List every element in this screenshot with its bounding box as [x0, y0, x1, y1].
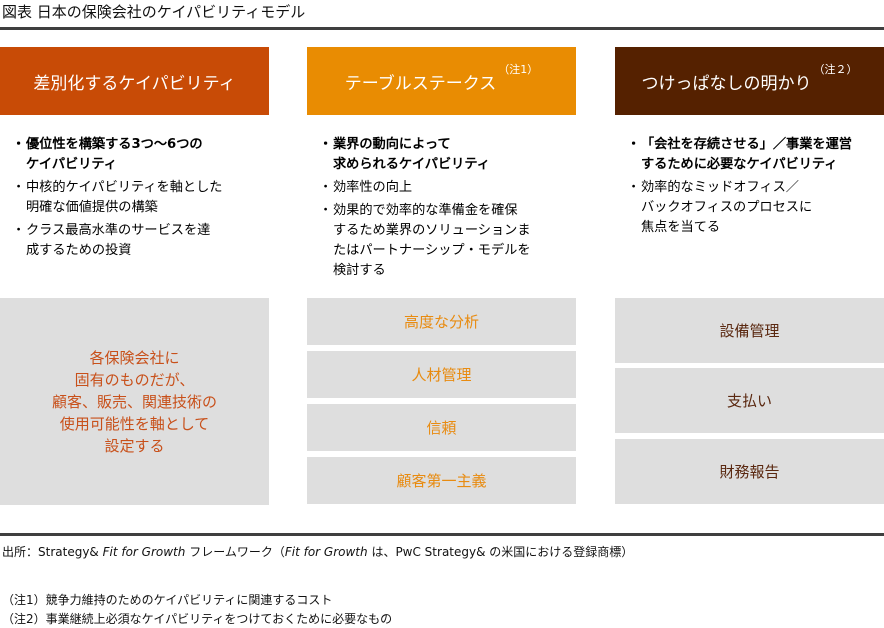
bullet-item: ・ 優位性を構築する3つ～6つの ケイパビリティ	[12, 135, 265, 175]
bullet-line: 業界の動向によって	[333, 137, 451, 152]
bullet-item: ・ 効果的で効率的な準備金を確保 するため業界のソリューションま たはパートナー…	[319, 201, 572, 281]
capability-box: 顧客第一主義	[307, 457, 576, 504]
bullet-line: 優位性を構築する3つ～6つの	[26, 137, 203, 152]
source-italic: Fit for Growth	[284, 545, 368, 559]
figure-title: 図表 日本の保険会社のケイパビリティモデル	[2, 3, 306, 21]
bullet-line: 焦点を当てる	[641, 220, 721, 235]
bullet-line: クラス最高水準のサービスを達	[26, 223, 211, 238]
bullet-dot: ・	[319, 137, 333, 152]
bullet-line: 求められるケイパビリティ	[333, 157, 490, 172]
bullet-dot: ・	[319, 203, 333, 218]
top-rule	[0, 27, 884, 30]
box-line: 使用可能性を軸として	[59, 414, 210, 433]
source-suffix: は、PwC Strategy& の米国における登録商標）	[367, 545, 634, 559]
bullet-item: ・ 中核的ケイパビリティを軸とした 明確な価値提供の構築	[12, 178, 265, 218]
column-header-label: テーブルステークス	[344, 73, 497, 94]
bullet-line: たはパートナーシップ・モデルを	[333, 243, 531, 258]
bullet-list: ・ 業界の動向によって 求められるケイパビリティ ・ 効率性の向上 ・ 効果的で…	[319, 135, 572, 284]
capability-box: 設備管理	[615, 298, 884, 363]
bullet-line: 「会社を存続させる」／事業を運営	[641, 137, 852, 152]
bullet-list: ・ 「会社を存続させる」／事業を運営 するために必要なケイパビリティ ・ 効率的…	[627, 135, 880, 241]
bullet-line: 効果的で効率的な準備金を確保	[333, 203, 518, 218]
box-line: 各保険会社に	[89, 348, 180, 367]
column-header: テーブルステークス （注1）	[307, 47, 576, 115]
box-label: 顧客第一主義	[396, 472, 487, 490]
bullet-line: 中核的ケイパビリティを軸とした	[26, 180, 223, 195]
box-line: 顧客、販売、関連技術の	[51, 392, 217, 411]
box-label: 高度な分析	[403, 313, 479, 331]
bullet-item: ・ クラス最高水準のサービスを達 成するための投資	[12, 221, 265, 261]
bullet-dot: ・	[12, 223, 26, 238]
column-header-label: 差別化するケイパビリティ	[33, 73, 236, 94]
bullet-line: するため業界のソリューションま	[333, 223, 531, 238]
bottom-rule	[0, 533, 884, 536]
bullet-line: ケイパビリティ	[26, 157, 117, 172]
capability-box: 高度な分析	[307, 298, 576, 345]
bullet-line: するために必要なケイパビリティ	[641, 157, 838, 172]
box-line: 固有のものだが、	[74, 370, 195, 389]
bullet-item: ・ 業界の動向によって 求められるケイパビリティ	[319, 135, 572, 175]
box-line: 設定する	[104, 436, 165, 455]
bullet-line: 成するための投資	[26, 243, 132, 258]
bullet-line: 明確な価値提供の構築	[26, 200, 158, 215]
bullet-dot: ・	[627, 180, 641, 195]
bullet-item: ・ 効率的なミッドオフィス／ バックオフィスのプロセスに 焦点を当てる	[627, 178, 880, 238]
source-italic: Fit for Growth	[102, 545, 186, 559]
capability-box: 人材管理	[307, 351, 576, 398]
bullet-line: 効率的なミッドオフィス／	[641, 180, 799, 195]
capability-box: 信頼	[307, 404, 576, 451]
bullet-item: ・ 「会社を存続させる」／事業を運営 するために必要なケイパビリティ	[627, 135, 880, 175]
bullet-dot: ・	[319, 180, 333, 195]
source-middle: フレームワーク（	[185, 545, 285, 559]
column-header-label: つけっぱなしの明かり	[641, 73, 812, 94]
box-label: 財務報告	[719, 463, 780, 481]
note-marker: （注２）	[813, 63, 858, 76]
box-label: 支払い	[726, 392, 772, 410]
bullet-dot: ・	[12, 137, 26, 152]
note-marker: （注1）	[498, 63, 539, 76]
box-label: 人材管理	[411, 366, 472, 384]
bullet-list: ・ 優位性を構築する3つ～6つの ケイパビリティ ・ 中核的ケイパビリティを軸と…	[12, 135, 265, 264]
bullet-dot: ・	[627, 137, 641, 152]
column-table-stakes: テーブルステークス （注1） ・ 業界の動向によって 求められるケイパビリティ …	[307, 47, 576, 504]
bullet-line: 検討する	[333, 263, 386, 278]
capability-box: 支払い	[615, 368, 884, 433]
footnote-1: （注1）競争力維持のためのケイパビリティに関連するコスト	[2, 593, 333, 607]
box-label: 信頼	[426, 419, 457, 437]
bullet-dot: ・	[12, 180, 26, 195]
capability-box: 財務報告	[615, 439, 884, 504]
bullet-line: バックオフィスのプロセスに	[641, 200, 813, 215]
capability-box: 各保険会社に 固有のものだが、 顧客、販売、関連技術の 使用可能性を軸として 設…	[0, 298, 269, 505]
footnote-2: （注2）事業継続上必須なケイパビリティをつけておくために必要なもの	[2, 612, 393, 626]
box-label: 設備管理	[719, 322, 780, 340]
source-citation: 出所：Strategy& Fit for Growth フレームワーク（Fit …	[2, 544, 633, 560]
column-lights-on: つけっぱなしの明かり （注２） ・ 「会社を存続させる」／事業を運営 するために…	[615, 47, 884, 504]
column-header: 差別化するケイパビリティ	[0, 47, 269, 115]
column-header: つけっぱなしの明かり （注２）	[615, 47, 884, 115]
bullet-line: 効率性の向上	[333, 180, 413, 195]
column-differentiating: 差別化するケイパビリティ ・ 優位性を構築する3つ～6つの ケイパビリティ ・ …	[0, 47, 269, 505]
source-prefix: 出所：Strategy&	[2, 545, 103, 559]
bullet-item: ・ 効率性の向上	[319, 178, 572, 198]
